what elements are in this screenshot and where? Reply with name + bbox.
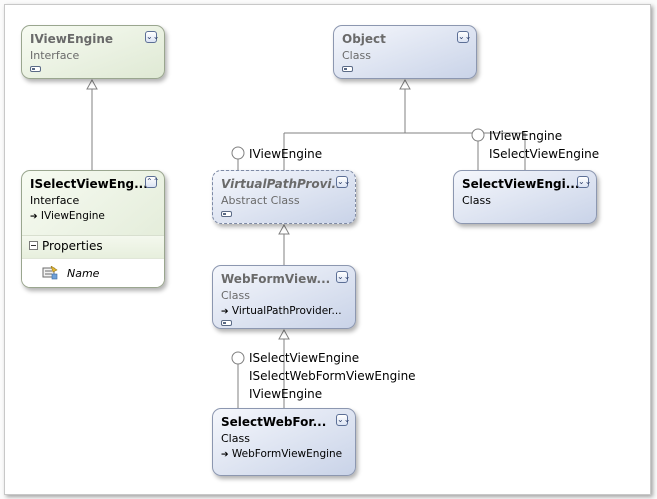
shape-iselectviewengine[interactable]: ISelectViewEng... Interface ➔ IViewEngin… xyxy=(21,170,165,288)
shape-title: SelectViewEngi... xyxy=(462,177,580,191)
inherits-row: ➔ IViewEngine xyxy=(30,210,105,222)
lollipop-virtualpath xyxy=(231,146,245,160)
shape-webformviewengine[interactable]: WebFormView... Class ➔ VirtualPathProvid… xyxy=(212,265,356,329)
shape-selectwebformviewengine[interactable]: SelectWebFor... Class ➔ WebFormViewEngin… xyxy=(212,408,356,476)
expand-toggle-icon[interactable]: ⌄⌄ xyxy=(145,31,160,43)
lollipop-label: IViewEngine xyxy=(249,147,323,161)
lollipop-label: IViewEngine xyxy=(249,387,323,401)
section-label: Properties xyxy=(42,239,103,253)
inherit-arrow-icon: ➔ xyxy=(221,450,229,460)
property-name: Name xyxy=(67,267,100,280)
shape-kind: Class xyxy=(342,49,371,62)
expand-toggle-icon[interactable]: ⌄⌄ xyxy=(336,176,351,188)
lollipop-selectwebform xyxy=(231,351,245,365)
shape-title: ISelectViewEng... xyxy=(30,177,148,191)
expand-toggle-icon[interactable]: ⌄⌄ xyxy=(577,176,592,188)
lollipop-selectview xyxy=(471,128,485,142)
collapsed-members-icon xyxy=(342,66,353,72)
inherits-row: ➔ VirtualPathProvider... xyxy=(221,305,342,317)
shape-kind: Interface xyxy=(30,194,80,207)
expand-toggle-icon[interactable]: ⌄⌄ xyxy=(336,414,351,426)
shape-selectviewengine[interactable]: SelectViewEngi... Class ⌄⌄ xyxy=(453,170,597,224)
shape-title: VirtualPathProvi... xyxy=(221,177,346,191)
inherit-arrowhead-virtualpath xyxy=(278,223,290,235)
inherit-arrow-icon: ➔ xyxy=(30,212,38,222)
collapse-section-icon[interactable] xyxy=(29,241,38,250)
collapsed-members-icon xyxy=(30,66,41,72)
inherits-name: VirtualPathProvider... xyxy=(231,305,342,317)
inherits-row: ➔ WebFormViewEngine xyxy=(221,448,342,460)
shape-title: SelectWebFor... xyxy=(221,415,327,429)
collapsed-members-icon xyxy=(221,211,232,217)
lollipop-label: ISelectViewEngine xyxy=(489,147,600,161)
properties-compartment: Properties Name xyxy=(22,235,164,287)
shape-iviewengine[interactable]: IViewEngine Interface ⌄⌄ xyxy=(21,25,165,79)
shape-title: WebFormView... xyxy=(221,272,331,286)
inherit-arrow-icon: ➔ xyxy=(221,307,229,317)
shape-title: Object xyxy=(342,32,386,46)
shape-virtualpathprovider[interactable]: VirtualPathProvi... Abstract Class ⌄⌄ xyxy=(212,170,356,224)
shape-kind: Interface xyxy=(30,49,80,62)
collapse-toggle-icon[interactable]: ⌃⌃ xyxy=(145,176,160,188)
expand-toggle-icon[interactable]: ⌄⌄ xyxy=(336,271,351,283)
lollipop-label: ISelectWebFormViewEngine xyxy=(249,369,416,383)
inherit-arrowhead-object xyxy=(399,78,411,90)
shape-kind: Class xyxy=(221,432,250,445)
lollipop-label: IViewEngine xyxy=(489,129,563,143)
shape-object[interactable]: Object Class ⌄⌄ xyxy=(333,25,477,79)
inherits-name: IViewEngine xyxy=(40,210,105,222)
properties-header[interactable]: Properties xyxy=(22,236,164,259)
inherits-name: WebFormViewEngine xyxy=(231,448,343,460)
shape-kind: Class xyxy=(462,194,491,207)
inherit-arrowhead-webform xyxy=(278,328,290,340)
expand-toggle-icon[interactable]: ⌄⌄ xyxy=(457,31,472,43)
shape-kind: Abstract Class xyxy=(221,194,300,207)
shape-kind: Class xyxy=(221,289,250,302)
property-icon xyxy=(42,266,58,280)
collapsed-members-icon xyxy=(221,320,232,326)
inherit-arrowhead-iview xyxy=(86,78,98,90)
shape-title: IViewEngine xyxy=(30,32,114,46)
lollipop-label: ISelectViewEngine xyxy=(249,351,360,365)
